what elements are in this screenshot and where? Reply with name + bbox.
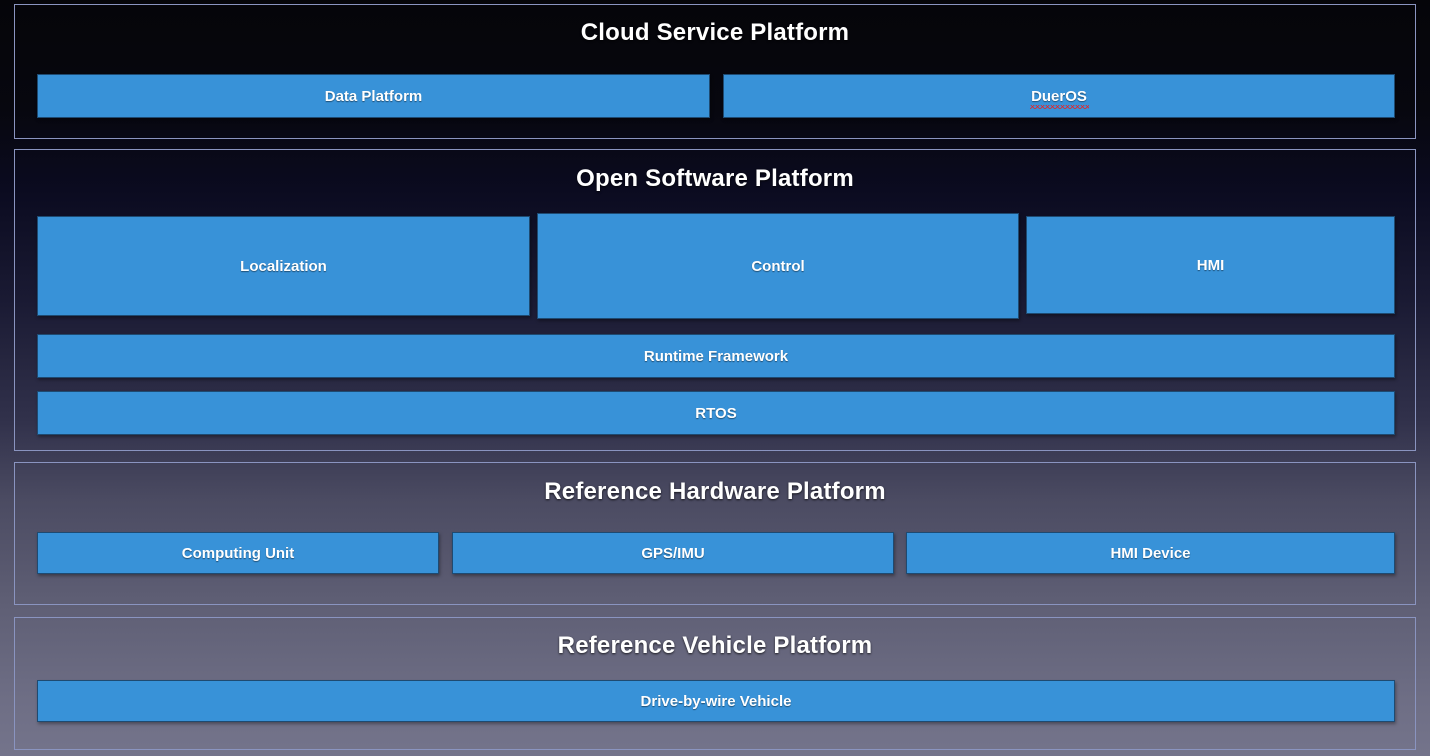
box-drive-by-wire-vehicle[interactable]: Drive-by-wire Vehicle	[37, 680, 1395, 722]
box-runtime-framework[interactable]: Runtime Framework	[37, 334, 1395, 378]
box-label-localization: Localization	[240, 257, 327, 275]
layer-panel-open-software-platform: Open Software Platform Localization Cont…	[14, 149, 1416, 451]
layer-panel-reference-hardware-platform: Reference Hardware Platform Computing Un…	[14, 462, 1416, 605]
box-label-control: Control	[751, 257, 805, 275]
box-data-platform[interactable]: Data Platform	[37, 74, 710, 118]
box-rtos[interactable]: RTOS	[37, 391, 1395, 435]
box-label-runtime-framework: Runtime Framework	[643, 347, 789, 365]
box-label-hmi: HMI	[1196, 256, 1225, 274]
box-control[interactable]: Control	[537, 213, 1019, 319]
layer-panel-cloud-service-platform: Cloud Service Platform Data Platform Due…	[14, 4, 1416, 139]
box-label-gps-imu: GPS/IMU	[641, 544, 705, 562]
box-label-rtos: RTOS	[695, 404, 737, 422]
box-gps-imu[interactable]: GPS/IMU	[452, 532, 894, 574]
box-localization[interactable]: Localization	[37, 216, 530, 316]
box-dueros[interactable]: DuerOS	[723, 74, 1395, 118]
box-computing-unit[interactable]: Computing Unit	[37, 532, 439, 574]
panel-title-reference-hardware-platform: Reference Hardware Platform	[544, 478, 886, 505]
box-label-data-platform: Data Platform	[324, 87, 423, 105]
box-label-dueros: DuerOS	[1030, 87, 1089, 109]
panel-title-open-software-platform: Open Software Platform	[576, 165, 854, 192]
box-hmi[interactable]: HMI	[1026, 216, 1395, 314]
layer-panel-reference-vehicle-platform: Reference Vehicle Platform Drive-by-wire…	[14, 617, 1416, 750]
panel-title-cloud-service-platform: Cloud Service Platform	[580, 19, 850, 46]
box-hmi-device[interactable]: HMI Device	[906, 532, 1395, 574]
box-label-computing-unit: Computing Unit	[181, 544, 295, 562]
panel-title-reference-vehicle-platform: Reference Vehicle Platform	[557, 632, 873, 659]
box-label-hmi-device: HMI Device	[1110, 544, 1191, 562]
box-label-drive-by-wire-vehicle: Drive-by-wire Vehicle	[640, 692, 792, 710]
